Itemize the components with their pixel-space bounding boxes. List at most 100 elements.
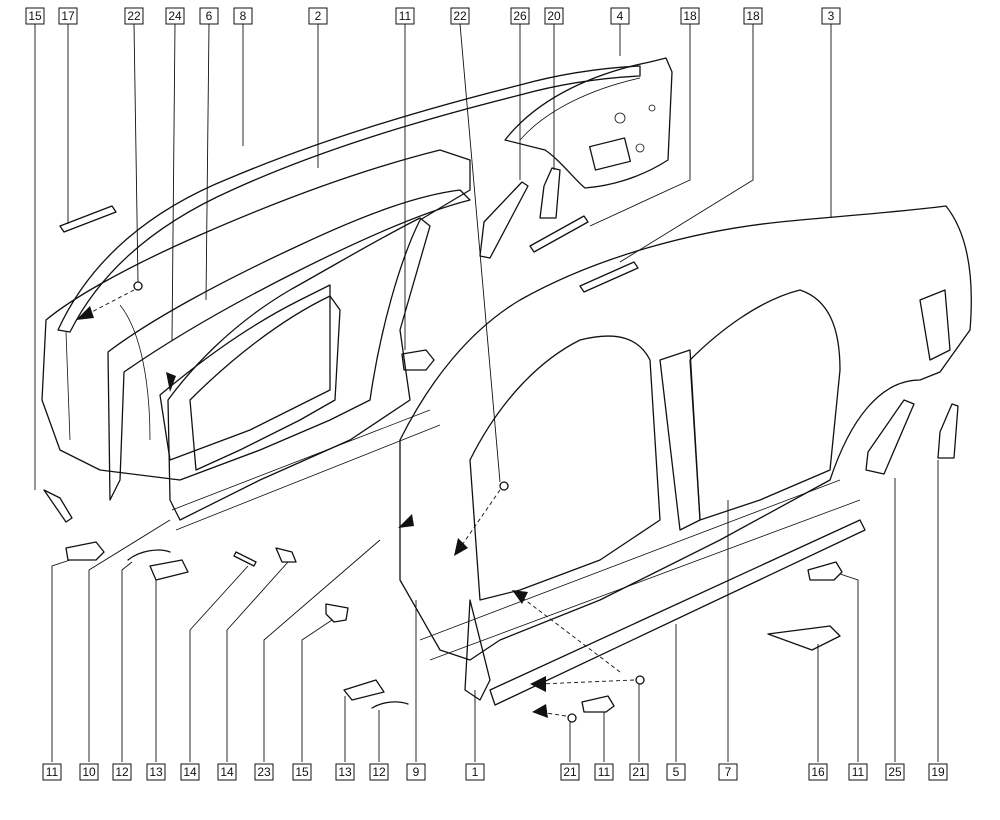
svg-text:13: 13 xyxy=(338,765,352,779)
callout-top-11: 11 xyxy=(395,7,415,25)
body-side-outer-part-3 xyxy=(399,205,972,661)
bracket-part-11b xyxy=(581,695,615,713)
sill-part-5 xyxy=(489,519,866,706)
svg-text:19: 19 xyxy=(931,765,945,779)
pillar-part-7 xyxy=(659,349,701,531)
callout-top-4: 4 xyxy=(610,7,630,25)
callout-top-6: 6 xyxy=(199,7,219,25)
callout-bot-5: 5 xyxy=(666,763,686,781)
svg-text:6: 6 xyxy=(206,9,213,23)
trim-part-19 xyxy=(937,403,959,459)
bracket-part-11a xyxy=(65,541,105,561)
assembly-line-22b xyxy=(459,489,501,549)
assembly-arrow-22b xyxy=(454,538,468,556)
trim-panel-part-26 xyxy=(479,181,529,259)
assembly-arrow-22a xyxy=(76,306,94,320)
svg-text:26: 26 xyxy=(513,9,527,23)
assembly-arrow-bot9 xyxy=(398,514,414,528)
callout-bot-16: 16 xyxy=(808,763,828,781)
svg-text:1: 1 xyxy=(472,765,479,779)
assembly-arrow-21b xyxy=(530,676,546,692)
callout-top-3: 3 xyxy=(821,7,841,25)
callout-bot-9: 9 xyxy=(406,763,426,781)
svg-text:14: 14 xyxy=(220,765,234,779)
callout-top-15: 15 xyxy=(25,7,45,25)
assembly-arrow-7 xyxy=(512,590,528,604)
svg-text:18: 18 xyxy=(746,9,760,23)
callout-top-26: 26 xyxy=(510,7,530,25)
svg-text:20: 20 xyxy=(547,9,561,23)
callout-bot-21b: 21 xyxy=(629,763,649,781)
clip-part-12b xyxy=(371,701,409,709)
svg-text:11: 11 xyxy=(598,765,611,779)
callout-bot-12a: 12 xyxy=(112,763,132,781)
svg-text:7: 7 xyxy=(725,765,732,779)
assembly-line-22a xyxy=(83,289,135,317)
svg-text:24: 24 xyxy=(168,9,182,23)
svg-text:4: 4 xyxy=(617,9,624,23)
assembly-arrow-21a xyxy=(532,704,548,718)
svg-text:16: 16 xyxy=(811,765,825,779)
svg-text:12: 12 xyxy=(372,765,386,779)
door-frame-panel-part-9 xyxy=(167,217,441,531)
svg-text:21: 21 xyxy=(632,765,646,779)
strip-part-17 xyxy=(59,205,117,233)
roof-rail-part-8 xyxy=(57,65,641,333)
clip-part-10-12 xyxy=(127,549,171,561)
svg-text:8: 8 xyxy=(240,9,247,23)
strip-part-14a xyxy=(233,551,257,567)
screw-part-22a xyxy=(133,281,143,291)
bracket-part-11c xyxy=(807,561,843,581)
svg-text:22: 22 xyxy=(453,9,467,23)
svg-text:12: 12 xyxy=(115,765,129,779)
assembly-line-7 xyxy=(519,595,621,673)
callout-top-18a: 18 xyxy=(680,7,700,25)
svg-text:22: 22 xyxy=(127,9,141,23)
svg-text:5: 5 xyxy=(673,765,680,779)
callout-top-18b: 18 xyxy=(743,7,763,25)
callout-bot-12b: 12 xyxy=(369,763,389,781)
callout-bot-11a: 11 xyxy=(42,763,62,781)
callout-bot-11c: 11 xyxy=(848,763,868,781)
svg-text:11: 11 xyxy=(852,765,865,779)
svg-text:25: 25 xyxy=(888,765,902,779)
strip-part-16 xyxy=(767,625,841,651)
svg-text:17: 17 xyxy=(61,9,75,23)
svg-text:10: 10 xyxy=(82,765,96,779)
callout-bot-14a: 14 xyxy=(180,763,200,781)
svg-text:13: 13 xyxy=(149,765,163,779)
leader-lines xyxy=(34,23,939,762)
screw-part-21a xyxy=(567,713,577,723)
callout-bot-21a: 21 xyxy=(560,763,580,781)
callout-bot-14b: 14 xyxy=(217,763,237,781)
callout-top-2: 2 xyxy=(308,7,328,25)
callout-top-24: 24 xyxy=(165,7,185,25)
svg-text:11: 11 xyxy=(46,765,59,779)
callout-top-17: 17 xyxy=(58,7,78,25)
clip-part-14b xyxy=(275,547,297,563)
callout-bot-19: 19 xyxy=(928,763,948,781)
callout-bot-7: 7 xyxy=(718,763,738,781)
svg-text:21: 21 xyxy=(563,765,577,779)
callout-top-20: 20 xyxy=(544,7,564,25)
assembly-line-21b xyxy=(539,679,635,685)
callout-bot-15: 15 xyxy=(292,763,312,781)
screw-part-22b xyxy=(499,481,509,491)
svg-text:15: 15 xyxy=(28,9,42,23)
clip-part-15 xyxy=(325,603,349,623)
callout-bot-13a: 13 xyxy=(146,763,166,781)
strip-part-18b xyxy=(579,261,639,293)
svg-text:2: 2 xyxy=(315,9,322,23)
plate-part-13a xyxy=(149,559,189,581)
trim-part-25 xyxy=(865,399,915,475)
svg-text:18: 18 xyxy=(683,9,697,23)
inner-side-panel-part-6 xyxy=(41,149,471,481)
svg-text:14: 14 xyxy=(183,765,197,779)
quarter-panel-part-4 xyxy=(504,57,673,189)
bracket-part-1 xyxy=(464,599,491,701)
trim-panel-part-20 xyxy=(539,167,561,219)
clip-part-15-top xyxy=(43,489,73,523)
inner-side-panel-part-2 xyxy=(107,189,471,501)
screw-part-21b xyxy=(635,675,645,685)
